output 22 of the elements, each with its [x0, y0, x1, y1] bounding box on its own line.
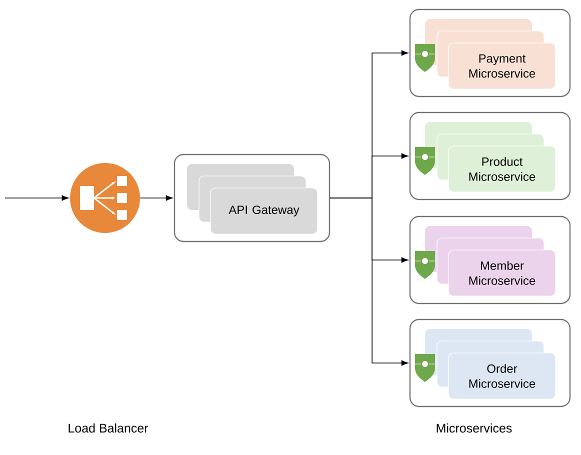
node-label: Microservice: [469, 379, 536, 388]
container-box: [409, 216, 571, 304]
arrow: [4, 195, 69, 201]
container-box: [174, 154, 330, 242]
stacked-cards: Member Microservice: [425, 226, 556, 296]
arrow: [140, 195, 173, 201]
node-label: Order: [487, 364, 518, 373]
container-box: [409, 112, 571, 200]
node-label: Member: [480, 261, 524, 270]
container-box: [409, 318, 571, 408]
caption-label: Microservices: [436, 423, 512, 433]
container-box: [409, 8, 571, 98]
stacked-cards: Product Microservice: [425, 122, 556, 192]
node-label: Microservice: [469, 68, 536, 78]
stacked-cards: Payment Microservice: [425, 19, 556, 90]
stacked-cards: API Gateway: [187, 164, 318, 234]
arrow: [330, 198, 408, 366]
node-label: Payment: [479, 54, 526, 66]
node-label: Microservice: [469, 276, 536, 285]
stacked-cards: Order Microservice: [425, 329, 556, 400]
load-balancer-icon: [70, 163, 140, 233]
caption-label: Load Balancer: [68, 423, 148, 433]
